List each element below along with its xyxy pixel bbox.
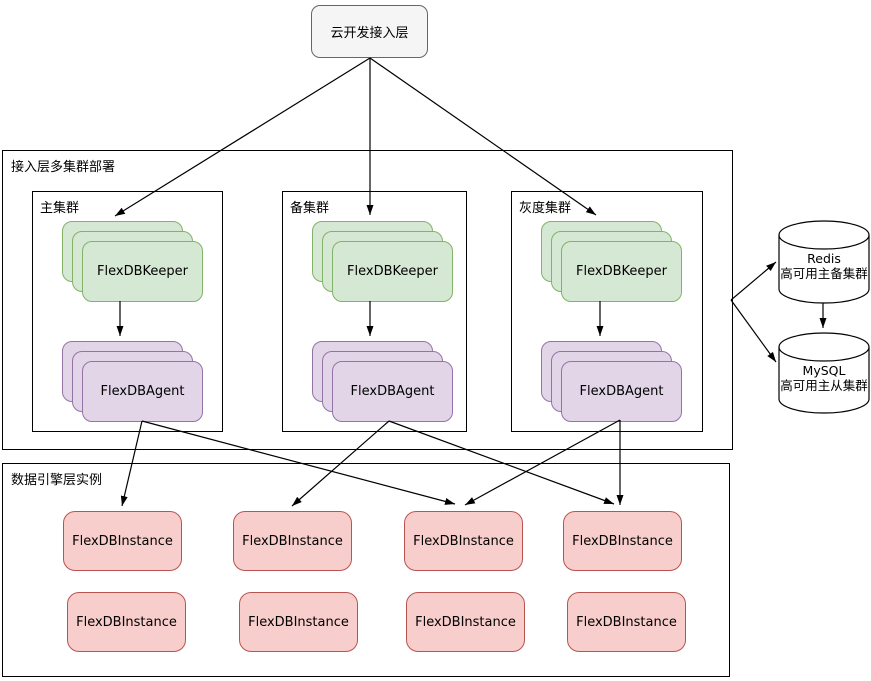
node-gray-flexdbkeeper-stack[interactable]: FlexDBKeeper	[541, 221, 682, 302]
stack-front-layer: FlexDBKeeper	[561, 241, 682, 302]
flexdbkeeper-label: FlexDBKeeper	[97, 264, 188, 279]
stack-front-layer: FlexDBKeeper	[82, 241, 203, 302]
container-access-layer-label: 接入层多集群部署	[11, 160, 116, 175]
flexdbinstance-label: FlexDBInstance	[76, 614, 177, 630]
node-flexdbinstance-6[interactable]: FlexDBInstance	[239, 592, 358, 652]
node-primary-flexdbkeeper-stack[interactable]: FlexDBKeeper	[62, 221, 203, 302]
edge-access-layer-to-redis	[730, 261, 777, 301]
node-flexdbinstance-7[interactable]: FlexDBInstance	[406, 592, 525, 652]
cluster-gray-label: 灰度集群	[519, 201, 572, 216]
flexdbinstance-label: FlexDBInstance	[72, 533, 173, 549]
node-flexdbinstance-3[interactable]: FlexDBInstance	[404, 511, 523, 571]
mysql-name: MySQL	[802, 363, 846, 378]
stack-front-layer: FlexDBAgent	[332, 361, 453, 422]
node-flexdbinstance-2[interactable]: FlexDBInstance	[233, 511, 352, 571]
cluster-backup[interactable]: 备集群 FlexDBKeeper FlexDBAgent	[282, 191, 467, 432]
flexdbinstance-label: FlexDBInstance	[415, 614, 516, 630]
node-flexdbinstance-8[interactable]: FlexDBInstance	[567, 592, 686, 652]
cluster-gray[interactable]: 灰度集群 FlexDBKeeper FlexDBAgent	[511, 191, 703, 432]
mysql-desc: 高可用主从集群	[780, 378, 868, 393]
redis-cylinder-top	[778, 220, 870, 250]
node-primary-flexdbagent-stack[interactable]: FlexDBAgent	[62, 341, 203, 422]
container-data-engine-layer[interactable]: 数据引擎层实例 FlexDBInstance FlexDBInstance Fl…	[2, 463, 730, 677]
stack-front-layer: FlexDBAgent	[561, 361, 682, 422]
container-data-engine-layer-label: 数据引擎层实例	[11, 473, 103, 488]
flexdbagent-label: FlexDBAgent	[350, 384, 435, 399]
node-cloud-access-layer[interactable]: 云开发接入层	[311, 5, 428, 58]
node-backup-flexdbagent-stack[interactable]: FlexDBAgent	[312, 341, 453, 422]
redis-name: Redis	[807, 251, 841, 266]
stack-front-layer: FlexDBKeeper	[332, 241, 453, 302]
node-mysql-label: MySQL 高可用主从集群	[779, 363, 869, 393]
flexdbagent-label: FlexDBAgent	[579, 384, 664, 399]
flexdbinstance-label: FlexDBInstance	[413, 533, 514, 549]
node-redis-label: Redis 高可用主备集群	[779, 251, 869, 281]
node-flexdbinstance-5[interactable]: FlexDBInstance	[67, 592, 186, 652]
flexdbinstance-label: FlexDBInstance	[248, 614, 349, 630]
cluster-backup-label: 备集群	[290, 201, 330, 216]
node-flexdbinstance-4[interactable]: FlexDBInstance	[563, 511, 682, 571]
edge-access-layer-to-mysql	[730, 299, 777, 363]
node-backup-flexdbkeeper-stack[interactable]: FlexDBKeeper	[312, 221, 453, 302]
flexdbinstance-label: FlexDBInstance	[242, 533, 343, 549]
flexdbinstance-label: FlexDBInstance	[576, 614, 677, 630]
node-flexdbinstance-1[interactable]: FlexDBInstance	[63, 511, 182, 571]
flexdbkeeper-label: FlexDBKeeper	[576, 264, 667, 279]
node-cloud-access-layer-label: 云开发接入层	[330, 26, 409, 41]
flexdbinstance-label: FlexDBInstance	[572, 533, 673, 549]
redis-desc: 高可用主备集群	[780, 266, 868, 281]
container-access-layer[interactable]: 接入层多集群部署 主集群 FlexDBKeeper FlexDBAgent 备集…	[2, 150, 733, 450]
stack-front-layer: FlexDBAgent	[82, 361, 203, 422]
cluster-primary-label: 主集群	[40, 201, 80, 216]
cluster-primary[interactable]: 主集群 FlexDBKeeper FlexDBAgent	[32, 191, 223, 432]
flexdbkeeper-label: FlexDBKeeper	[347, 264, 438, 279]
mysql-cylinder-top	[778, 332, 870, 362]
node-gray-flexdbagent-stack[interactable]: FlexDBAgent	[541, 341, 682, 422]
flexdbagent-label: FlexDBAgent	[100, 384, 185, 399]
